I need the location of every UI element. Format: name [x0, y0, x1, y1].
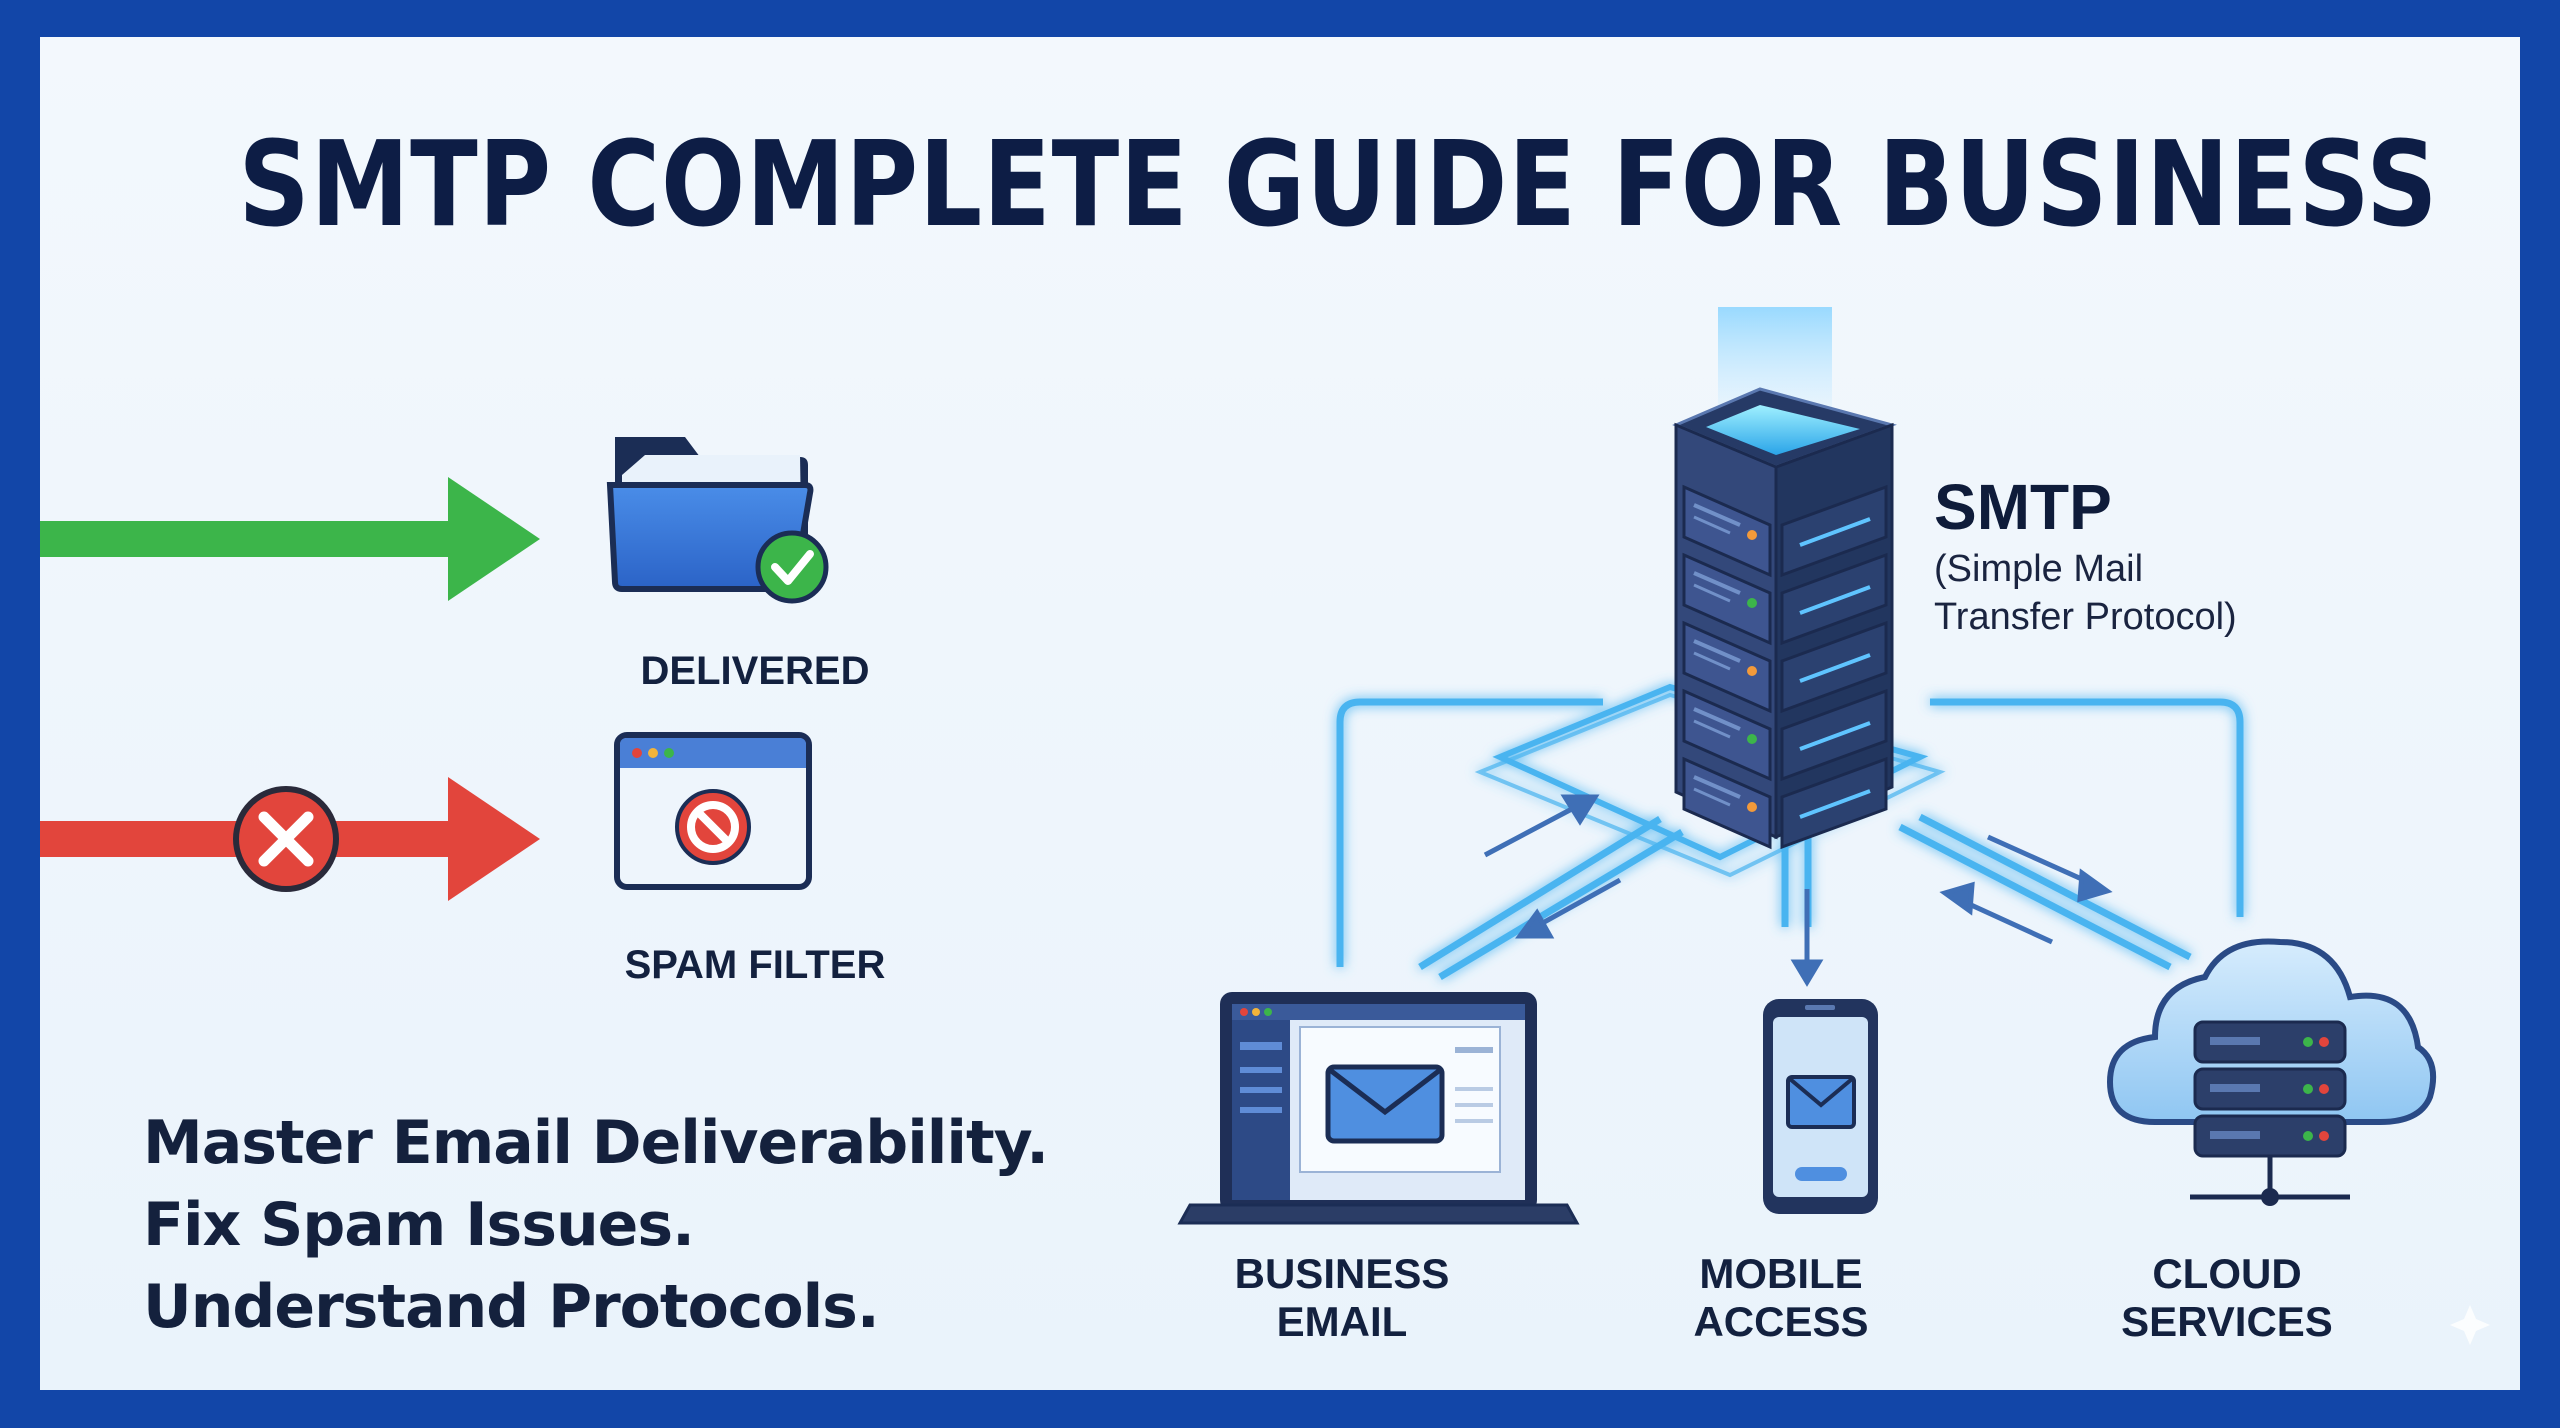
tagline-line: Fix Spam Issues.: [143, 1190, 695, 1260]
device-label-line: SERVICES: [2121, 1298, 2333, 1345]
page-title: SMTP COMPLETE GUIDE FOR BUSINESS: [238, 115, 2439, 253]
spam-filter-label: SPAM FILTER: [624, 943, 886, 987]
cloud-server-icon: [2106, 938, 2436, 1206]
sparkle-icon: [2450, 1305, 2490, 1345]
tagline-line: Master Email Deliverability.: [143, 1108, 1049, 1178]
server-rack-icon: [1672, 387, 1897, 850]
smtp-subtitle: (Simple Mail Transfer Protocol): [1934, 545, 2237, 641]
infographic-canvas: SMTP COMPLETE GUIDE FOR BUSINESS: [40, 37, 2520, 1390]
network-connections: [1336, 683, 2244, 981]
device-label-line: BUSINESS: [1234, 1250, 1450, 1297]
spam-arrow: [40, 777, 540, 901]
laptop-mail-icon: [1177, 992, 1580, 1225]
diagram-graphics: [40, 307, 2490, 1345]
browser-blocked-icon: [614, 732, 812, 890]
tagline: Master Email Deliverability. Fix Spam Is…: [143, 1102, 1049, 1348]
folder-check-icon: [606, 437, 829, 604]
smtp-heading: SMTP: [1934, 471, 2112, 543]
delivered-label: DELIVERED: [640, 649, 870, 693]
device-label-line: MOBILE: [1699, 1250, 1863, 1297]
smtp-subtitle-line: (Simple Mail: [1934, 548, 2144, 590]
cloud-services-label: CLOUD SERVICES: [2067, 1250, 2387, 1346]
direction-arrows: [1483, 794, 2113, 987]
business-email-label: BUSINESS EMAIL: [1182, 1250, 1502, 1346]
smtp-subtitle-line: Transfer Protocol): [1934, 596, 2237, 638]
device-label-line: ACCESS: [1693, 1298, 1869, 1345]
mobile-access-label: MOBILE ACCESS: [1621, 1250, 1941, 1346]
device-label-line: EMAIL: [1276, 1298, 1408, 1345]
tagline-line: Understand Protocols.: [143, 1272, 880, 1342]
phone-mail-icon: [1763, 999, 1878, 1214]
device-label-line: CLOUD: [2152, 1250, 2302, 1297]
delivered-arrow: [40, 477, 540, 601]
